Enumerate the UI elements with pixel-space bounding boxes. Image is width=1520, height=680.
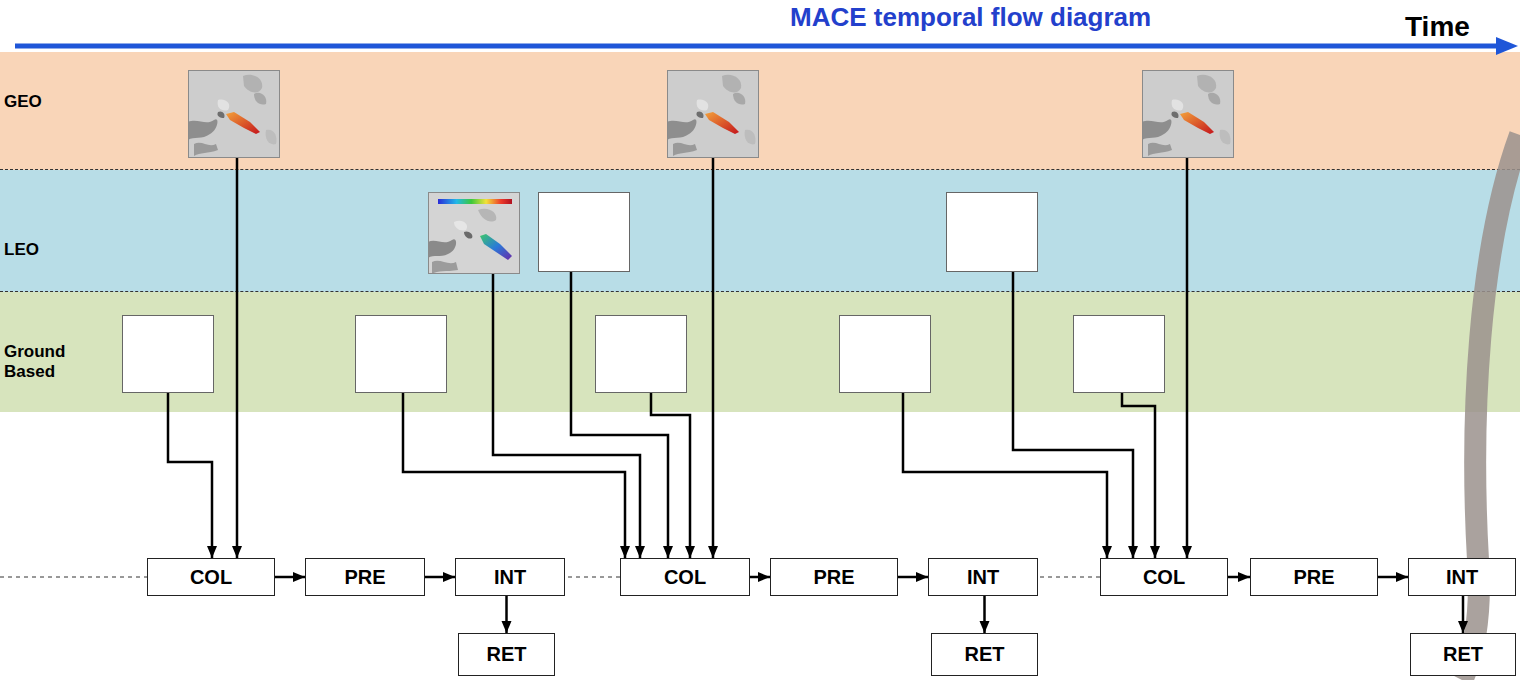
flow-arrow (983, 596, 986, 633)
flow-arrow (712, 158, 715, 558)
flow-arrow (903, 393, 1107, 558)
process-label: INT (494, 566, 526, 589)
image-box (667, 70, 759, 158)
process-box: INT (928, 558, 1038, 596)
image-box (1142, 70, 1234, 158)
data-box (122, 315, 214, 393)
data-box (355, 315, 447, 393)
flow-arrow (898, 576, 928, 579)
flow-arrow (425, 576, 455, 579)
data-box (946, 192, 1038, 272)
data-box (595, 315, 687, 393)
flow-arrow (403, 393, 625, 558)
process-label: PRE (344, 566, 385, 589)
flow-arrow (1228, 576, 1250, 579)
process-box: RET (1410, 633, 1516, 676)
data-box (839, 315, 931, 393)
band-label: LEO (4, 240, 84, 260)
flow-arrow (168, 393, 212, 558)
sensor-band: LEO (0, 170, 1520, 292)
flow-arrow (1122, 393, 1155, 558)
sensor-band: GEO (0, 52, 1520, 170)
process-box: RET (458, 633, 555, 676)
leo-image (428, 192, 520, 274)
flow-arrow (493, 274, 640, 558)
flow-arrow (275, 576, 305, 579)
process-label: PRE (813, 566, 854, 589)
diagram-title: MACE temporal flow diagram (790, 2, 1151, 33)
band-label: Ground Based (4, 342, 84, 383)
process-label: COL (1143, 566, 1185, 589)
geo-image (1142, 70, 1234, 158)
process-label: INT (967, 566, 999, 589)
process-label: RET (487, 643, 527, 666)
flow-arrow (1013, 272, 1133, 558)
flow-arrow (1462, 596, 1465, 633)
image-box (188, 70, 280, 158)
band-label: GEO (4, 92, 84, 112)
process-label: RET (965, 643, 1005, 666)
process-box: INT (1408, 558, 1516, 596)
process-box: PRE (1250, 558, 1378, 596)
sensor-band: Ground Based (0, 292, 1520, 412)
process-box: COL (620, 558, 750, 596)
process-box: INT (455, 558, 565, 596)
process-label: RET (1443, 643, 1483, 666)
process-box: RET (931, 633, 1038, 676)
flow-arrow (1378, 576, 1408, 579)
process-label: INT (1446, 566, 1478, 589)
process-box: PRE (770, 558, 898, 596)
process-label: COL (664, 566, 706, 589)
flow-arrow (505, 596, 508, 633)
process-label: COL (190, 566, 232, 589)
timeline-dash (0, 577, 1520, 578)
flow-arrow (651, 393, 690, 558)
image-box (428, 192, 520, 274)
process-box: COL (1100, 558, 1228, 596)
data-box (538, 192, 630, 272)
flow-arrow (236, 158, 239, 558)
process-label: PRE (1293, 566, 1334, 589)
flow-arrow (1186, 158, 1189, 558)
geo-image (188, 70, 280, 158)
time-arrowhead (1496, 37, 1518, 55)
flow-arrow (750, 576, 770, 579)
decor-arc (1462, 135, 1520, 680)
time-axis (15, 44, 1498, 49)
data-box (1073, 315, 1165, 393)
process-box: PRE (305, 558, 425, 596)
geo-image (667, 70, 759, 158)
axis-label: Time (1405, 11, 1470, 43)
process-box: COL (147, 558, 275, 596)
